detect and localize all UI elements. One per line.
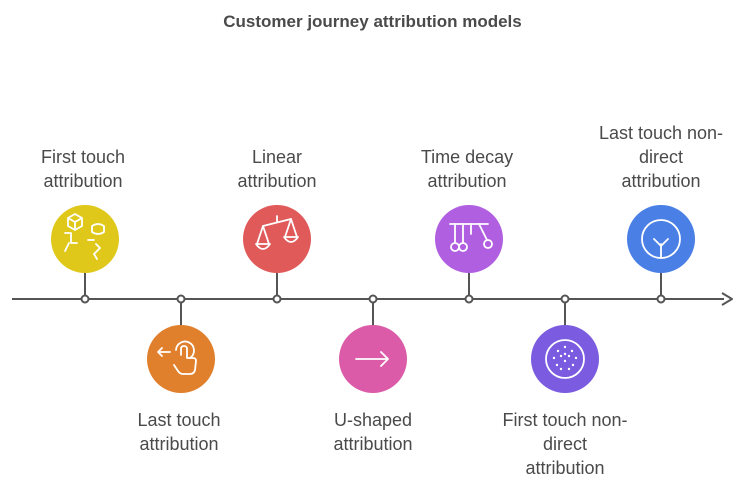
- axis-dot-u-shaped: [368, 294, 378, 304]
- label-first-touch-non-direct-line3: attribution: [525, 458, 605, 478]
- axis-dot-first-touch: [80, 294, 90, 304]
- tree-circle-icon: [641, 219, 681, 259]
- label-u-shaped: U-shaped attribution: [298, 408, 448, 456]
- label-last-touch-line1: Last touch: [137, 410, 221, 430]
- axis-dot-last-touch-non-direct: [656, 294, 666, 304]
- label-u-shaped-line1: U-shaped: [333, 410, 413, 430]
- label-time-decay-line1: Time decay: [420, 147, 514, 167]
- label-time-decay: Time decay attribution: [392, 145, 542, 193]
- time-decay-node: [435, 205, 503, 273]
- label-linear-line2: attribution: [237, 171, 317, 191]
- linear-node: [243, 205, 311, 273]
- label-last-touch-non-direct: Last touch non- direct attribution: [586, 121, 736, 193]
- label-last-touch-line2: attribution: [139, 434, 219, 454]
- label-first-touch-line2: attribution: [43, 171, 123, 191]
- dotted-circle-icon: [545, 339, 585, 379]
- axis-dot-first-touch-non-direct: [560, 294, 570, 304]
- balance-scale-icon: [255, 215, 299, 250]
- label-last-touch-non-direct-line1: Last touch non-: [598, 123, 724, 143]
- tap-back-icon: [157, 340, 197, 375]
- u-shaped-node: [339, 325, 407, 393]
- axis-dot-last-touch: [176, 294, 186, 304]
- axis-dot-time-decay: [464, 294, 474, 304]
- label-linear-line1: Linear: [251, 147, 303, 167]
- label-last-touch-non-direct-line2: direct: [638, 147, 683, 167]
- last-touch-non-direct-node: [627, 205, 695, 273]
- first-touch-non-direct-node: [531, 325, 599, 393]
- diagram-title: Customer journey attribution models: [223, 12, 522, 31]
- label-last-touch: Last touch attribution: [104, 408, 254, 456]
- timeline-arrowhead: [721, 292, 733, 306]
- label-last-touch-non-direct-line3: attribution: [621, 171, 701, 191]
- label-first-touch: First touch attribution: [8, 145, 158, 193]
- arrow-right-icon: [355, 351, 389, 367]
- label-time-decay-line2: attribution: [427, 171, 507, 191]
- last-touch-node: [147, 325, 215, 393]
- label-linear: Linear attribution: [202, 145, 352, 193]
- blocks-hand-icon: [64, 213, 105, 260]
- label-first-touch-non-direct-line1: First touch non-: [502, 410, 628, 430]
- axis-dot-linear: [272, 294, 282, 304]
- newton-cradle-icon: [449, 223, 493, 252]
- first-touch-node: [51, 205, 119, 273]
- label-first-touch-line1: First touch: [40, 147, 126, 167]
- label-first-touch-non-direct: First touch non- direct attribution: [490, 408, 640, 480]
- label-first-touch-non-direct-line2: direct: [542, 434, 587, 454]
- label-u-shaped-line2: attribution: [333, 434, 413, 454]
